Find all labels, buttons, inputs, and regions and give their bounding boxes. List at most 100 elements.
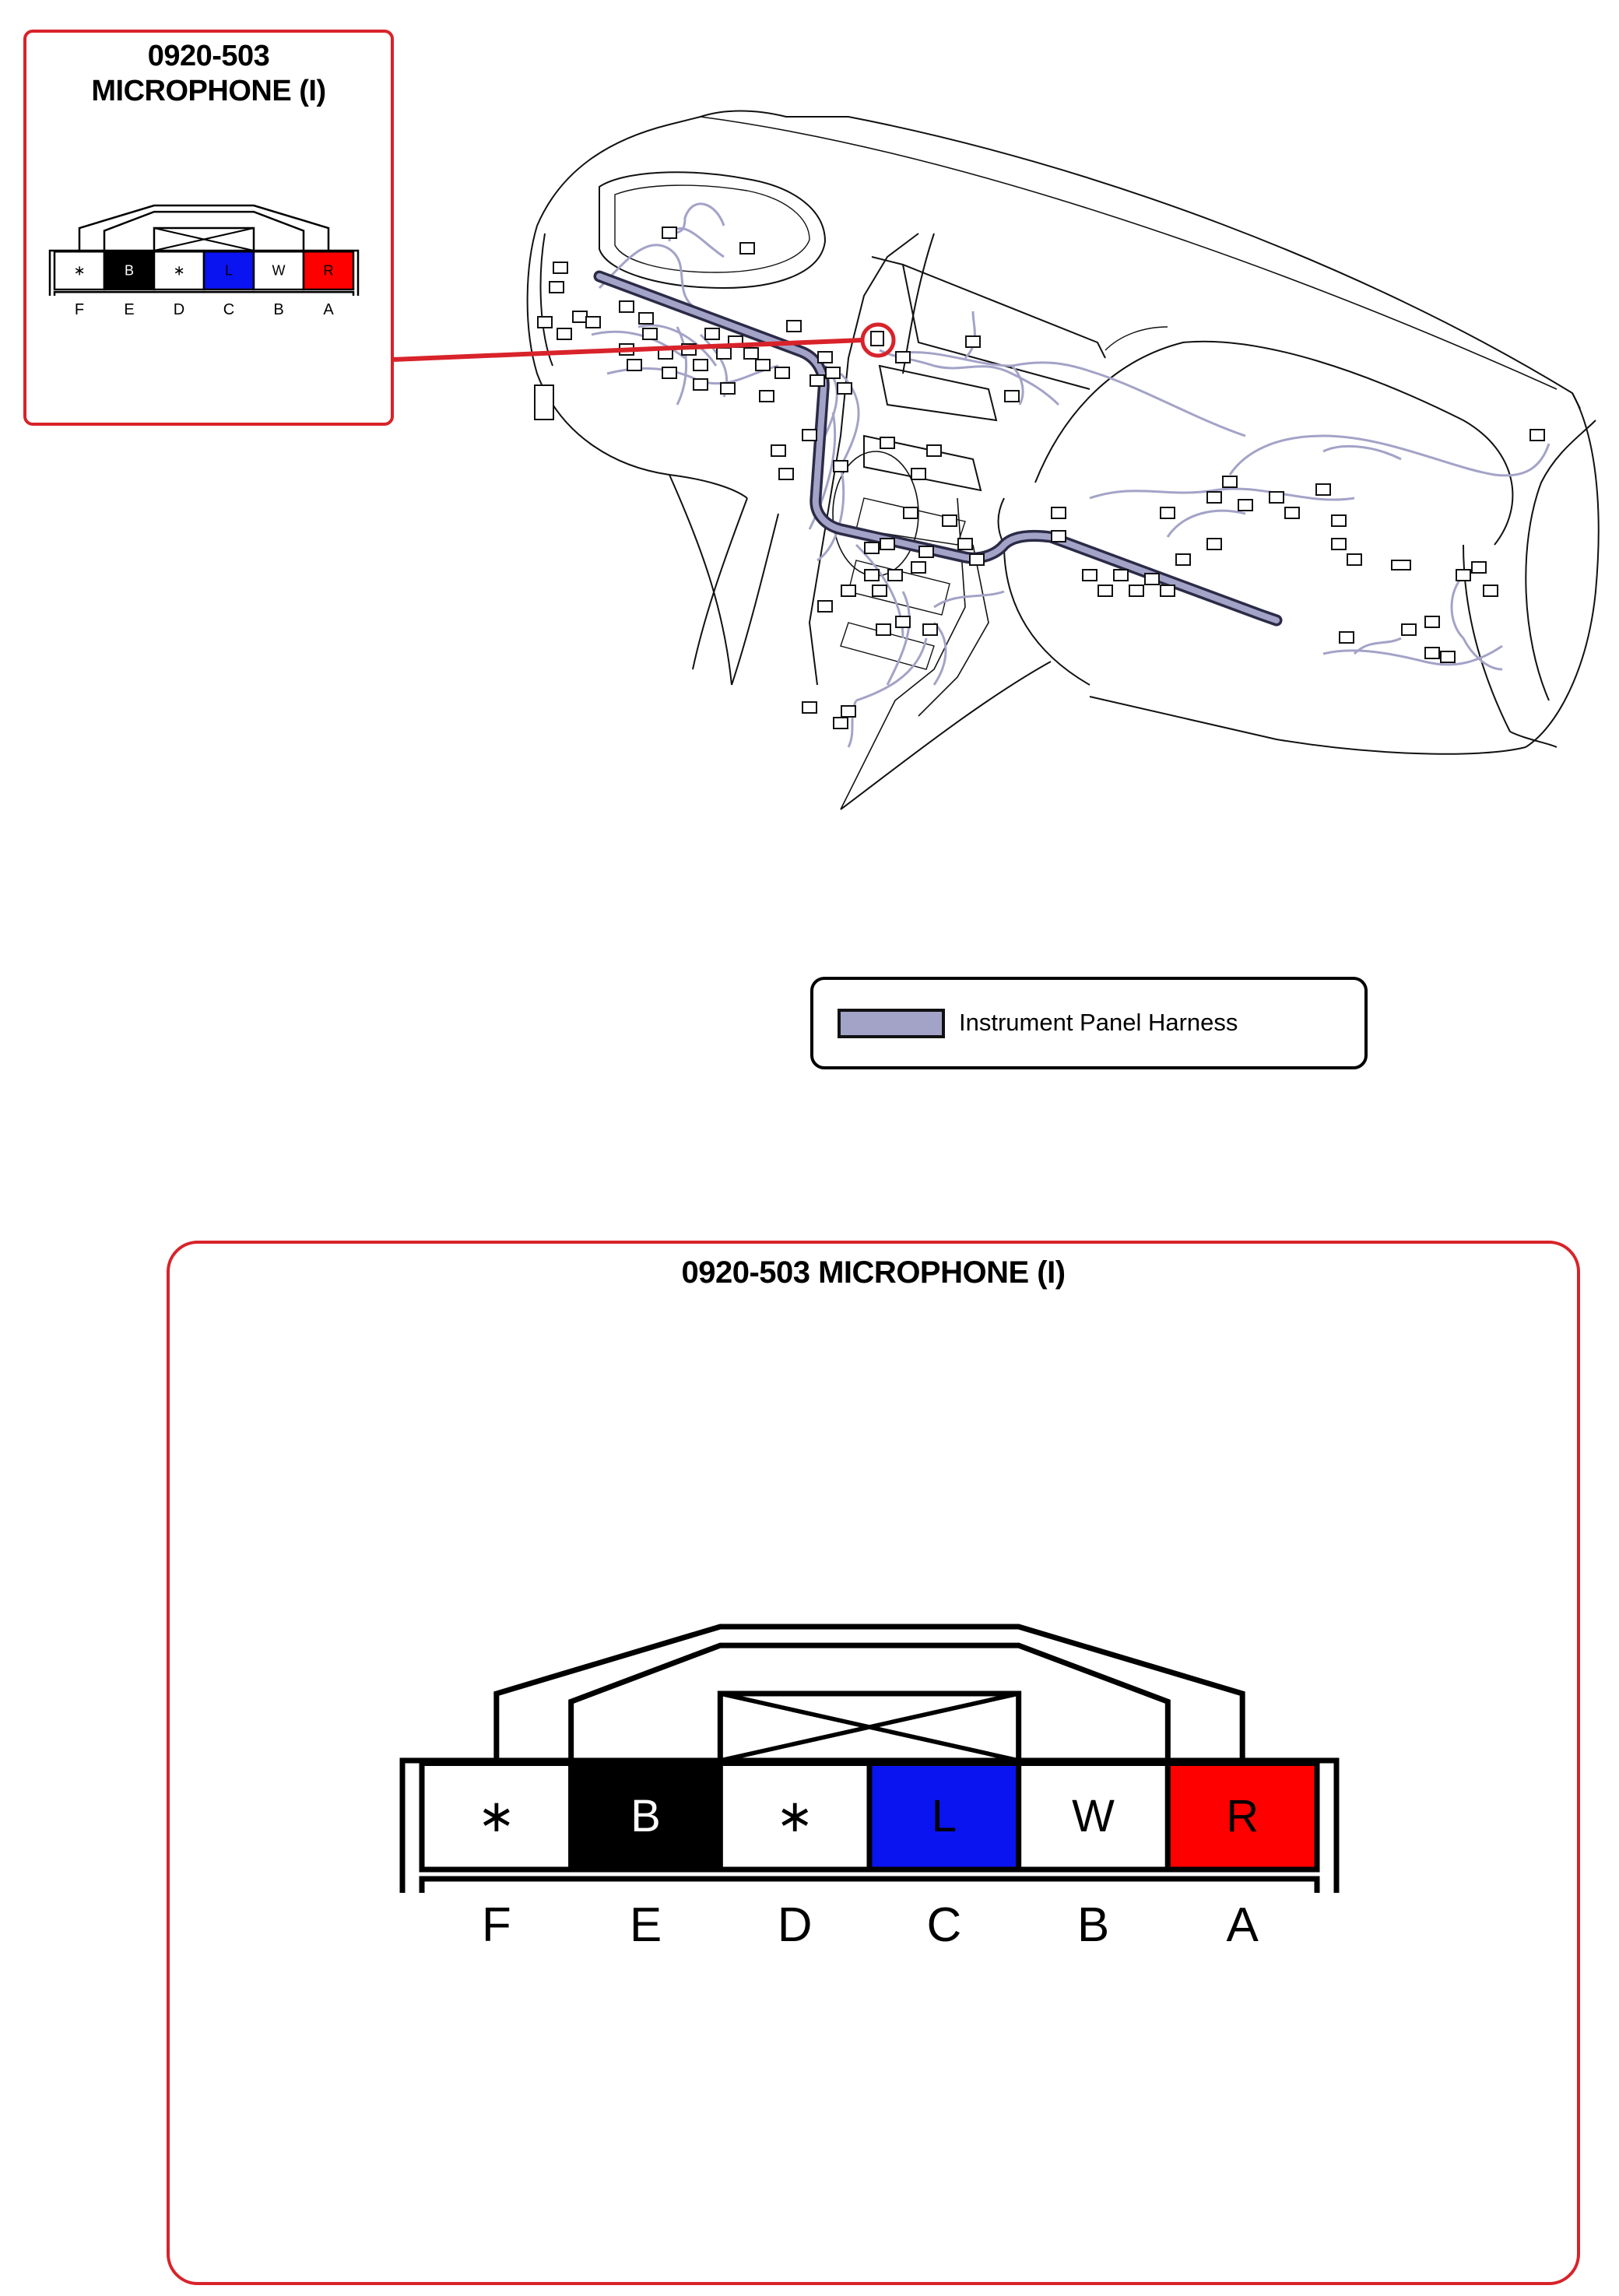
grommet (1391, 560, 1411, 570)
harness-connector (817, 600, 833, 613)
harness-connector (802, 701, 817, 714)
harness-connector (778, 468, 794, 480)
harness-connector (557, 328, 572, 340)
callout-code: 0920-503 (147, 40, 270, 72)
harness-branches (591, 202, 1551, 748)
connector-lock-hood-inner (568, 1642, 1171, 1761)
terminal-pin-label: E (630, 1898, 662, 1952)
callout-name: MICROPHONE (I) (91, 75, 326, 107)
harness-connector (585, 316, 601, 328)
terminal-F (419, 1761, 574, 1873)
terminal-wire-color: L (225, 262, 233, 278)
terminal-wire-color: B (630, 1791, 661, 1841)
harness-connector (837, 382, 852, 395)
terminal-pin-label: D (174, 301, 184, 318)
harness-connector (1206, 491, 1222, 504)
legend-box (810, 977, 1368, 1069)
terminal-pin-label: D (778, 1898, 813, 1952)
connector-lock-hood (78, 204, 330, 251)
harness-connector (638, 312, 654, 325)
terminal-E (103, 251, 156, 291)
harness-connector (1238, 499, 1253, 511)
terminal-wire-color: B (125, 262, 134, 278)
harness-connector (627, 359, 642, 371)
harness-connector (969, 553, 985, 566)
detail-title: 0920-503 MICROPHONE (I) (681, 1255, 1066, 1290)
terminal-wire-color: W (272, 262, 286, 278)
harness-connector (841, 705, 856, 718)
harness-connector (553, 262, 568, 274)
harness-connector (1471, 561, 1487, 574)
harness-connector (662, 226, 677, 239)
terminal-pin-label: F (482, 1898, 511, 1952)
terminal-wire-color: R (1226, 1791, 1259, 1841)
harness-connector (1082, 569, 1097, 581)
terminal-pin-label: A (1226, 1898, 1259, 1952)
harness-connector (1160, 585, 1175, 597)
harness-connector (771, 444, 786, 457)
terminal-pin-label: B (1077, 1898, 1109, 1952)
harness-connector (942, 514, 957, 527)
harness-connector (619, 300, 634, 313)
harness-connector (825, 367, 841, 379)
harness-connector (810, 374, 825, 387)
harness-connectors (534, 226, 1545, 729)
harness-connector (1284, 507, 1300, 519)
callout-title: 0920-503 MICROPHONE (I) (25, 39, 392, 109)
harness-connector (572, 311, 588, 323)
harness-connector (1529, 429, 1545, 441)
harness-connector (880, 538, 895, 550)
terminal-wire-color: ∗ (776, 1791, 814, 1841)
harness-connector (1331, 514, 1347, 527)
legend-swatch (838, 1009, 945, 1038)
connector-lock-hood (493, 1624, 1245, 1761)
harness-connector (662, 367, 677, 379)
harness-connector (716, 347, 732, 360)
harness-connector (693, 378, 708, 391)
harness-connector (755, 359, 771, 371)
harness-connector (903, 507, 918, 519)
connector-flange (53, 290, 355, 296)
harness-connector (864, 542, 880, 554)
harness-connector (1424, 616, 1440, 628)
terminal-pin-label: C (926, 1898, 961, 1952)
terminal-wire-color: ∗ (73, 262, 85, 278)
terminal-B (1016, 1761, 1171, 1873)
blank-cross-line (719, 1691, 1020, 1763)
harness-connector (1331, 538, 1347, 550)
harness-connector (802, 429, 817, 441)
harness-connector (1144, 573, 1160, 585)
harness-connector (957, 538, 973, 550)
terminal-wire-color: R (324, 262, 334, 278)
harness-connector (1315, 483, 1331, 496)
harness-connector (1206, 538, 1222, 550)
harness-connector (743, 347, 759, 360)
harness-connector (1339, 631, 1354, 644)
terminal-wire-color: ∗ (478, 1791, 516, 1841)
harness-connector (1424, 647, 1440, 659)
harness-connector (895, 616, 911, 628)
harness-connector (1456, 569, 1471, 581)
terminal-pin-label: A (323, 301, 334, 318)
terminal-A (302, 251, 355, 291)
harness-connector (887, 569, 903, 581)
harness-connector (876, 623, 891, 636)
connector-flange (419, 1876, 1320, 1893)
harness-connector (833, 460, 848, 472)
harness-connector (1269, 491, 1284, 504)
harness-connector (926, 444, 942, 457)
terminal-wire-color: ∗ (173, 262, 184, 278)
harness-connector (911, 561, 926, 574)
terminal-D (717, 1761, 873, 1873)
harness-connector (965, 335, 981, 348)
harness-connector (817, 351, 833, 363)
harness-connector (1160, 507, 1175, 519)
harness-connector (1175, 553, 1191, 566)
callout-leader (392, 322, 896, 362)
harness-connector (1097, 585, 1113, 597)
terminal-wire-color: L (932, 1791, 957, 1841)
harness-connector (1113, 569, 1129, 581)
harness-connector (774, 367, 790, 379)
harness-connector (833, 717, 848, 729)
